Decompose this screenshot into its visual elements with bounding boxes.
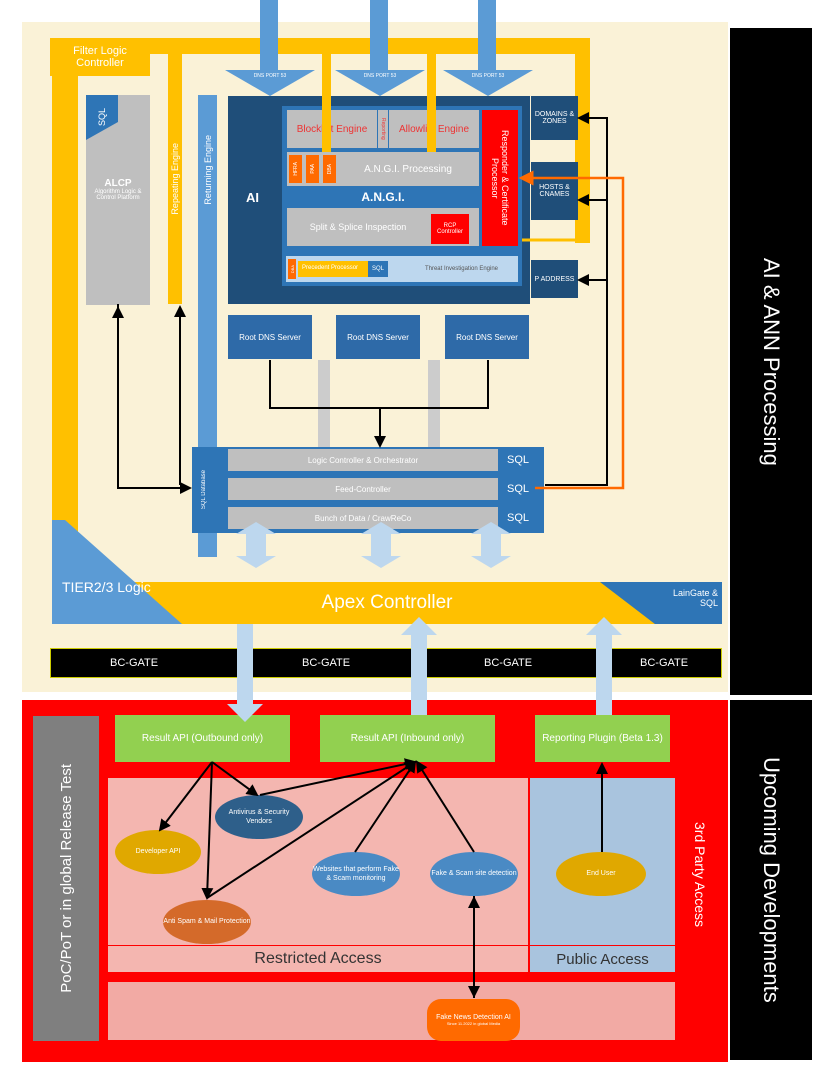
bunch-of-data[interactable]: Bunch of Data / CrawReCo [228,507,498,529]
blocklist-engine[interactable]: Blocklist Engine [287,110,377,148]
feed-controller[interactable]: Feed-Controller [228,478,498,500]
laingate-label: LainGate & SQL [672,588,718,608]
angi-title: A.N.G.I. [361,190,405,204]
root-dns-server[interactable]: Root DNS Server [228,315,312,359]
pipe [428,360,440,448]
root-dns-server[interactable]: Root DNS Server [336,315,420,359]
anti-spam[interactable]: Anti Spam & Mail Protection [163,900,251,944]
reporting: Reporting [378,110,388,148]
result-api-inbound[interactable]: Result API (Inbound only) [320,715,495,762]
release-area [108,982,675,1040]
hfra-badge: HFRA [289,155,302,183]
sql-badge: SQL [498,507,538,529]
fake-scam-detection[interactable]: Fake & Scam site detection [430,852,518,896]
ai-label: AI [246,190,259,205]
public-access-label: Public Access [530,946,675,972]
dns-pipe [260,0,278,70]
logic-controller-orchestrator[interactable]: Logic Controller & Orchestrator [228,449,498,471]
upcoming-title: Upcoming Developments [759,757,784,1003]
yellow-bus-right [575,38,590,243]
precedent-processor[interactable]: Precedent Processor [298,261,368,277]
tier-label: TIER2/3 Logic [62,579,151,595]
domains-zones[interactable]: DOMAINS & ZONES [531,96,578,140]
rcp-controller[interactable]: RCP Controller [431,214,469,244]
yellow-feed [427,54,436,154]
restricted-access-label: Restricted Access [108,946,528,972]
root-dns-server[interactable]: Root DNS Server [445,315,529,359]
upcoming-title-panel: Upcoming Developments [730,700,812,1060]
bc-gate[interactable]: BC-GATE [640,657,689,669]
precedent-sql: SQL [368,261,388,277]
reporting-plugin[interactable]: Reporting Plugin (Beta 1.3) [535,715,670,762]
sql-badge: SQL [498,449,538,471]
repeating-engine[interactable]: Repeating Engine [168,54,182,304]
developer-api[interactable]: Developer API [115,830,201,874]
angi-processing[interactable]: A.N.G.I. Processing [287,152,479,186]
pipe [318,360,330,448]
filter-logic-controller[interactable]: Filter Logic Controller [50,38,150,76]
bc-gate[interactable]: BC-GATE [302,657,351,669]
result-api-outbound[interactable]: Result API (Outbound only) [115,715,290,762]
hosts-cnames[interactable]: HOSTS & CNAMES [531,162,578,220]
third-party-label: 3rd Party Access [692,822,708,928]
paa-badge: PAA [306,155,319,183]
websites-monitoring[interactable]: Websites that perform Fake & Scam monito… [312,852,400,896]
ai-ann-title-panel: AI & ANN Processing [730,28,812,695]
returning-engine[interactable]: Returning Engine [198,95,217,557]
yellow-bus-left [52,75,78,590]
sql-badge: SQL [498,478,538,500]
responder-certificate-processor[interactable]: Responder & Certificate Processor [482,110,518,246]
poc-panel: PoC/PoT or in global Release Test [33,716,99,1041]
sql-database[interactable]: SQL Database [192,447,216,533]
dba-badge: DBA [288,259,296,279]
yellow-feed [322,54,331,154]
antivirus-vendors[interactable]: Antivirus & Security Vendors [215,795,303,839]
dba-badge: DBA [323,155,336,183]
bc-gate[interactable]: BC-GATE [484,657,533,669]
ai-ann-title: AI & ANN Processing [759,257,784,466]
ip-address[interactable]: P ADDRESS [531,260,578,298]
dns-pipe [478,0,496,70]
dns-pipe [370,0,388,70]
bc-gate[interactable]: BC-GATE [110,657,159,669]
end-user[interactable]: End User [556,852,646,896]
